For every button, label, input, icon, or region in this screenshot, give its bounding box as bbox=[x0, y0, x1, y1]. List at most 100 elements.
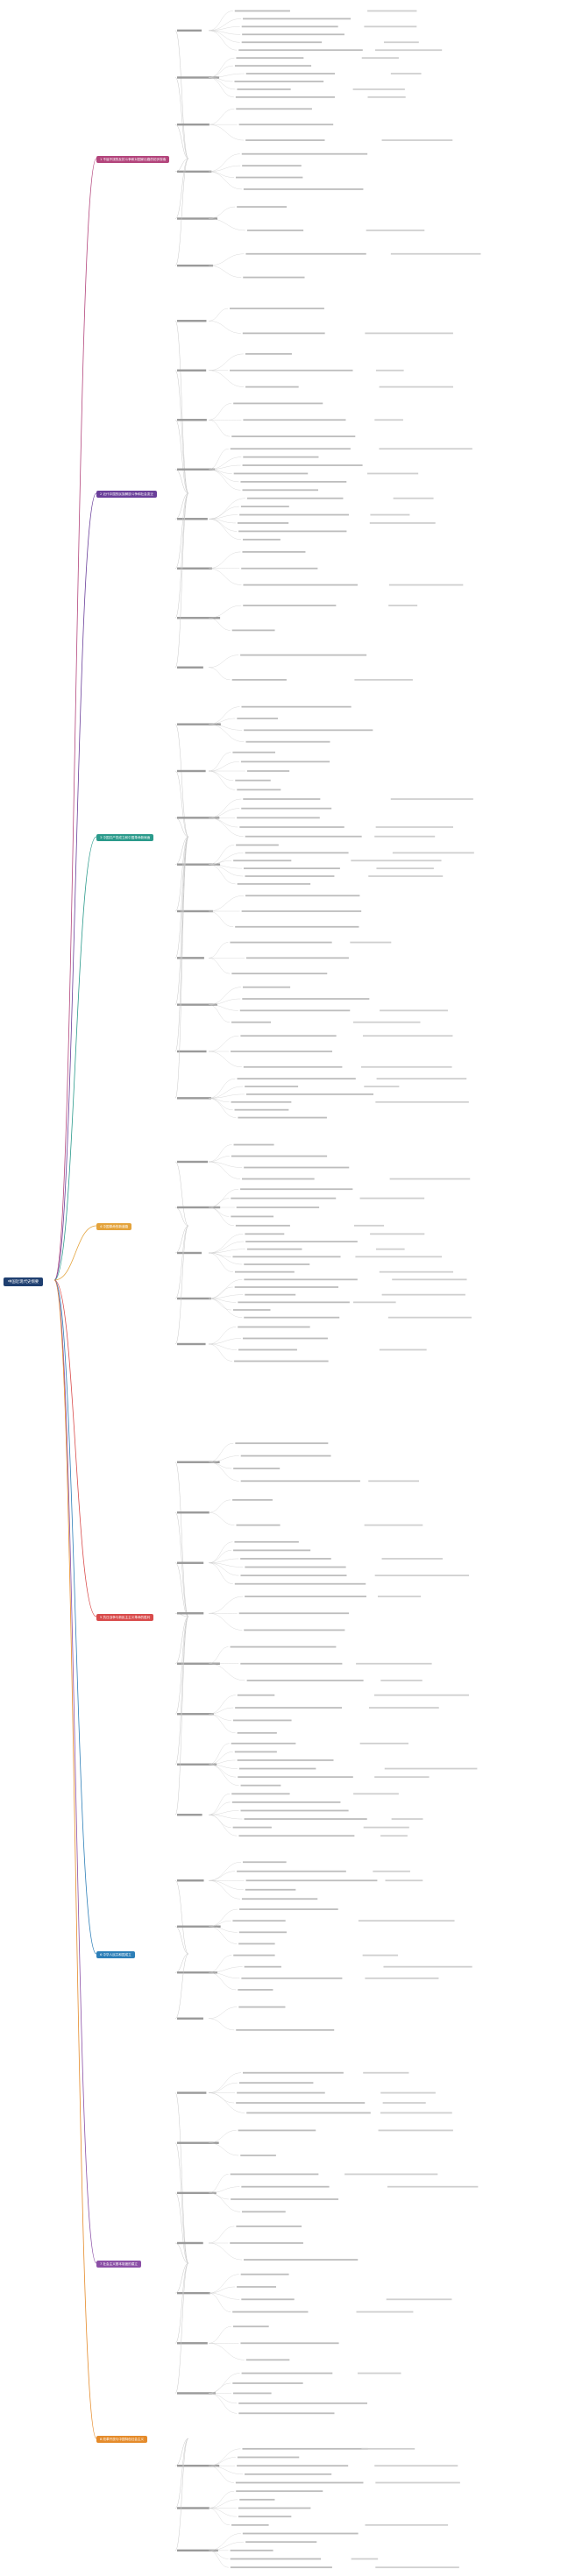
leaf-node-text[interactable] bbox=[230, 1645, 337, 1648]
sub-node-text[interactable] bbox=[177, 123, 209, 126]
leaf-node-text[interactable] bbox=[245, 2473, 332, 2475]
branch-node[interactable]: 2 近代中国的民族解放斗争和社会变迁 bbox=[96, 491, 157, 498]
sub-node-text[interactable] bbox=[177, 1297, 211, 1300]
leaf-node-text[interactable] bbox=[239, 1908, 338, 1910]
sub-node-text[interactable] bbox=[177, 1879, 204, 1882]
leaf-node-text[interactable] bbox=[244, 1263, 310, 1265]
leaf-node-text[interactable] bbox=[230, 2549, 273, 2551]
leaf-node-text[interactable] bbox=[245, 2541, 317, 2544]
leaf-node-text[interactable] bbox=[231, 1215, 274, 1218]
leaf-node-text[interactable] bbox=[242, 1861, 287, 1864]
leaf-node-text[interactable] bbox=[232, 751, 275, 754]
sub-node-text[interactable] bbox=[177, 320, 207, 322]
sub-node-text[interactable] bbox=[177, 1251, 202, 1255]
leaf-node-text[interactable] bbox=[244, 1166, 350, 1169]
leaf-node-text[interactable] bbox=[230, 448, 351, 450]
leaf-node-text[interactable] bbox=[237, 718, 279, 719]
leaf-node-text[interactable] bbox=[241, 1898, 318, 1900]
leaf-node-text[interactable] bbox=[237, 1870, 346, 1872]
leaf-node-text[interactable] bbox=[234, 1751, 277, 1753]
leaf-node-text[interactable] bbox=[231, 2198, 339, 2200]
leaf-node-text[interactable] bbox=[231, 1100, 292, 1103]
sub-node-text[interactable] bbox=[177, 1662, 220, 1665]
leaf-node-text[interactable] bbox=[236, 176, 303, 179]
leaf-node-text[interactable] bbox=[237, 2465, 349, 2467]
leaf-node-text[interactable] bbox=[230, 369, 353, 372]
branch-node[interactable]: 4 中国革命的新道路 bbox=[96, 1223, 132, 1230]
leaf-node-text[interactable] bbox=[245, 386, 299, 388]
leaf-node-text[interactable] bbox=[236, 2226, 302, 2227]
leaf-node-text[interactable] bbox=[245, 73, 336, 74]
leaf-node-text[interactable] bbox=[237, 2456, 300, 2459]
sub-node-text[interactable] bbox=[177, 1160, 209, 1164]
leaf-node-text[interactable] bbox=[242, 464, 363, 466]
leaf-node-text[interactable] bbox=[233, 1143, 274, 1146]
leaf-node-text[interactable] bbox=[241, 567, 318, 570]
leaf-node-text[interactable] bbox=[245, 1093, 373, 1095]
leaf-node-text[interactable] bbox=[243, 584, 358, 586]
leaf-node-text[interactable] bbox=[243, 538, 280, 541]
leaf-node-text[interactable] bbox=[242, 998, 370, 1000]
leaf-node-text[interactable] bbox=[235, 1707, 343, 1709]
sub-node-text[interactable] bbox=[177, 769, 206, 773]
sub-node-text[interactable] bbox=[177, 1097, 212, 1100]
leaf-node-text[interactable] bbox=[232, 1920, 286, 1922]
leaf-node-text[interactable] bbox=[246, 1680, 364, 1681]
leaf-node-text[interactable] bbox=[243, 605, 337, 607]
leaf-node-text[interactable] bbox=[246, 497, 344, 499]
branch-node[interactable]: 8 改革开放与中国特色社会主义 bbox=[96, 2436, 148, 2443]
sub-node-text[interactable] bbox=[177, 264, 214, 267]
sub-node-text[interactable] bbox=[177, 419, 207, 421]
leaf-node-text[interactable] bbox=[237, 1694, 275, 1696]
sub-node-text[interactable] bbox=[177, 2017, 203, 2020]
leaf-node-text[interactable] bbox=[245, 1233, 285, 1235]
leaf-node-text[interactable] bbox=[243, 798, 321, 800]
leaf-node-text[interactable] bbox=[245, 875, 335, 877]
sub-node-text[interactable] bbox=[177, 468, 216, 471]
leaf-node-text[interactable] bbox=[240, 506, 289, 508]
sub-node-text[interactable] bbox=[177, 2191, 217, 2195]
sub-node-text[interactable] bbox=[177, 2141, 219, 2144]
leaf-node-text[interactable] bbox=[238, 2006, 286, 2008]
leaf-node-text[interactable] bbox=[241, 2298, 295, 2301]
leaf-node-text[interactable] bbox=[232, 1256, 341, 1258]
sub-node-text[interactable] bbox=[177, 1050, 207, 1053]
leaf-node-text[interactable] bbox=[238, 2082, 314, 2084]
branch-node[interactable]: 7 社会主义基本制度的建立 bbox=[96, 2261, 141, 2268]
leaf-node-text[interactable] bbox=[240, 2342, 339, 2345]
leaf-node-text[interactable] bbox=[237, 789, 281, 791]
leaf-node-text[interactable] bbox=[243, 188, 364, 190]
leaf-node-text[interactable] bbox=[244, 1629, 345, 1631]
leaf-node-text[interactable] bbox=[238, 1301, 350, 1304]
leaf-node-text[interactable] bbox=[238, 1767, 316, 1770]
sub-node-text[interactable] bbox=[177, 1612, 204, 1615]
leaf-node-text[interactable] bbox=[238, 1931, 287, 1934]
leaf-node-text[interactable] bbox=[241, 910, 362, 912]
leaf-node-text[interactable] bbox=[230, 2558, 322, 2560]
leaf-node-text[interactable] bbox=[242, 489, 319, 492]
sub-node-text[interactable] bbox=[177, 1342, 206, 1346]
leaf-node-text[interactable] bbox=[237, 2286, 277, 2288]
sub-node-text[interactable] bbox=[177, 2392, 216, 2395]
sub-node-text[interactable] bbox=[177, 1814, 202, 1816]
leaf-node-text[interactable] bbox=[238, 1348, 297, 1351]
leaf-node-text[interactable] bbox=[239, 1009, 351, 1012]
leaf-node-text[interactable] bbox=[245, 1293, 296, 1296]
leaf-node-text[interactable] bbox=[243, 276, 305, 279]
leaf-node-text[interactable] bbox=[245, 1888, 296, 1891]
leaf-node-text[interactable] bbox=[244, 1818, 367, 1820]
leaf-node-text[interactable] bbox=[234, 81, 324, 82]
leaf-node-text[interactable] bbox=[230, 941, 332, 944]
leaf-node-text[interactable] bbox=[244, 867, 340, 870]
sub-node-text[interactable] bbox=[177, 1206, 221, 1209]
leaf-node-text[interactable] bbox=[245, 740, 330, 743]
leaf-node-text[interactable] bbox=[238, 2507, 311, 2509]
leaf-node-text[interactable] bbox=[237, 1731, 277, 1734]
leaf-node-text[interactable] bbox=[236, 108, 312, 110]
leaf-node-text[interactable] bbox=[243, 2071, 344, 2074]
leaf-node-text[interactable] bbox=[240, 1035, 337, 1037]
leaf-node-text[interactable] bbox=[230, 2173, 319, 2176]
leaf-node-text[interactable] bbox=[231, 435, 356, 437]
leaf-node-text[interactable] bbox=[243, 986, 291, 988]
leaf-node-text[interactable] bbox=[238, 2516, 292, 2518]
